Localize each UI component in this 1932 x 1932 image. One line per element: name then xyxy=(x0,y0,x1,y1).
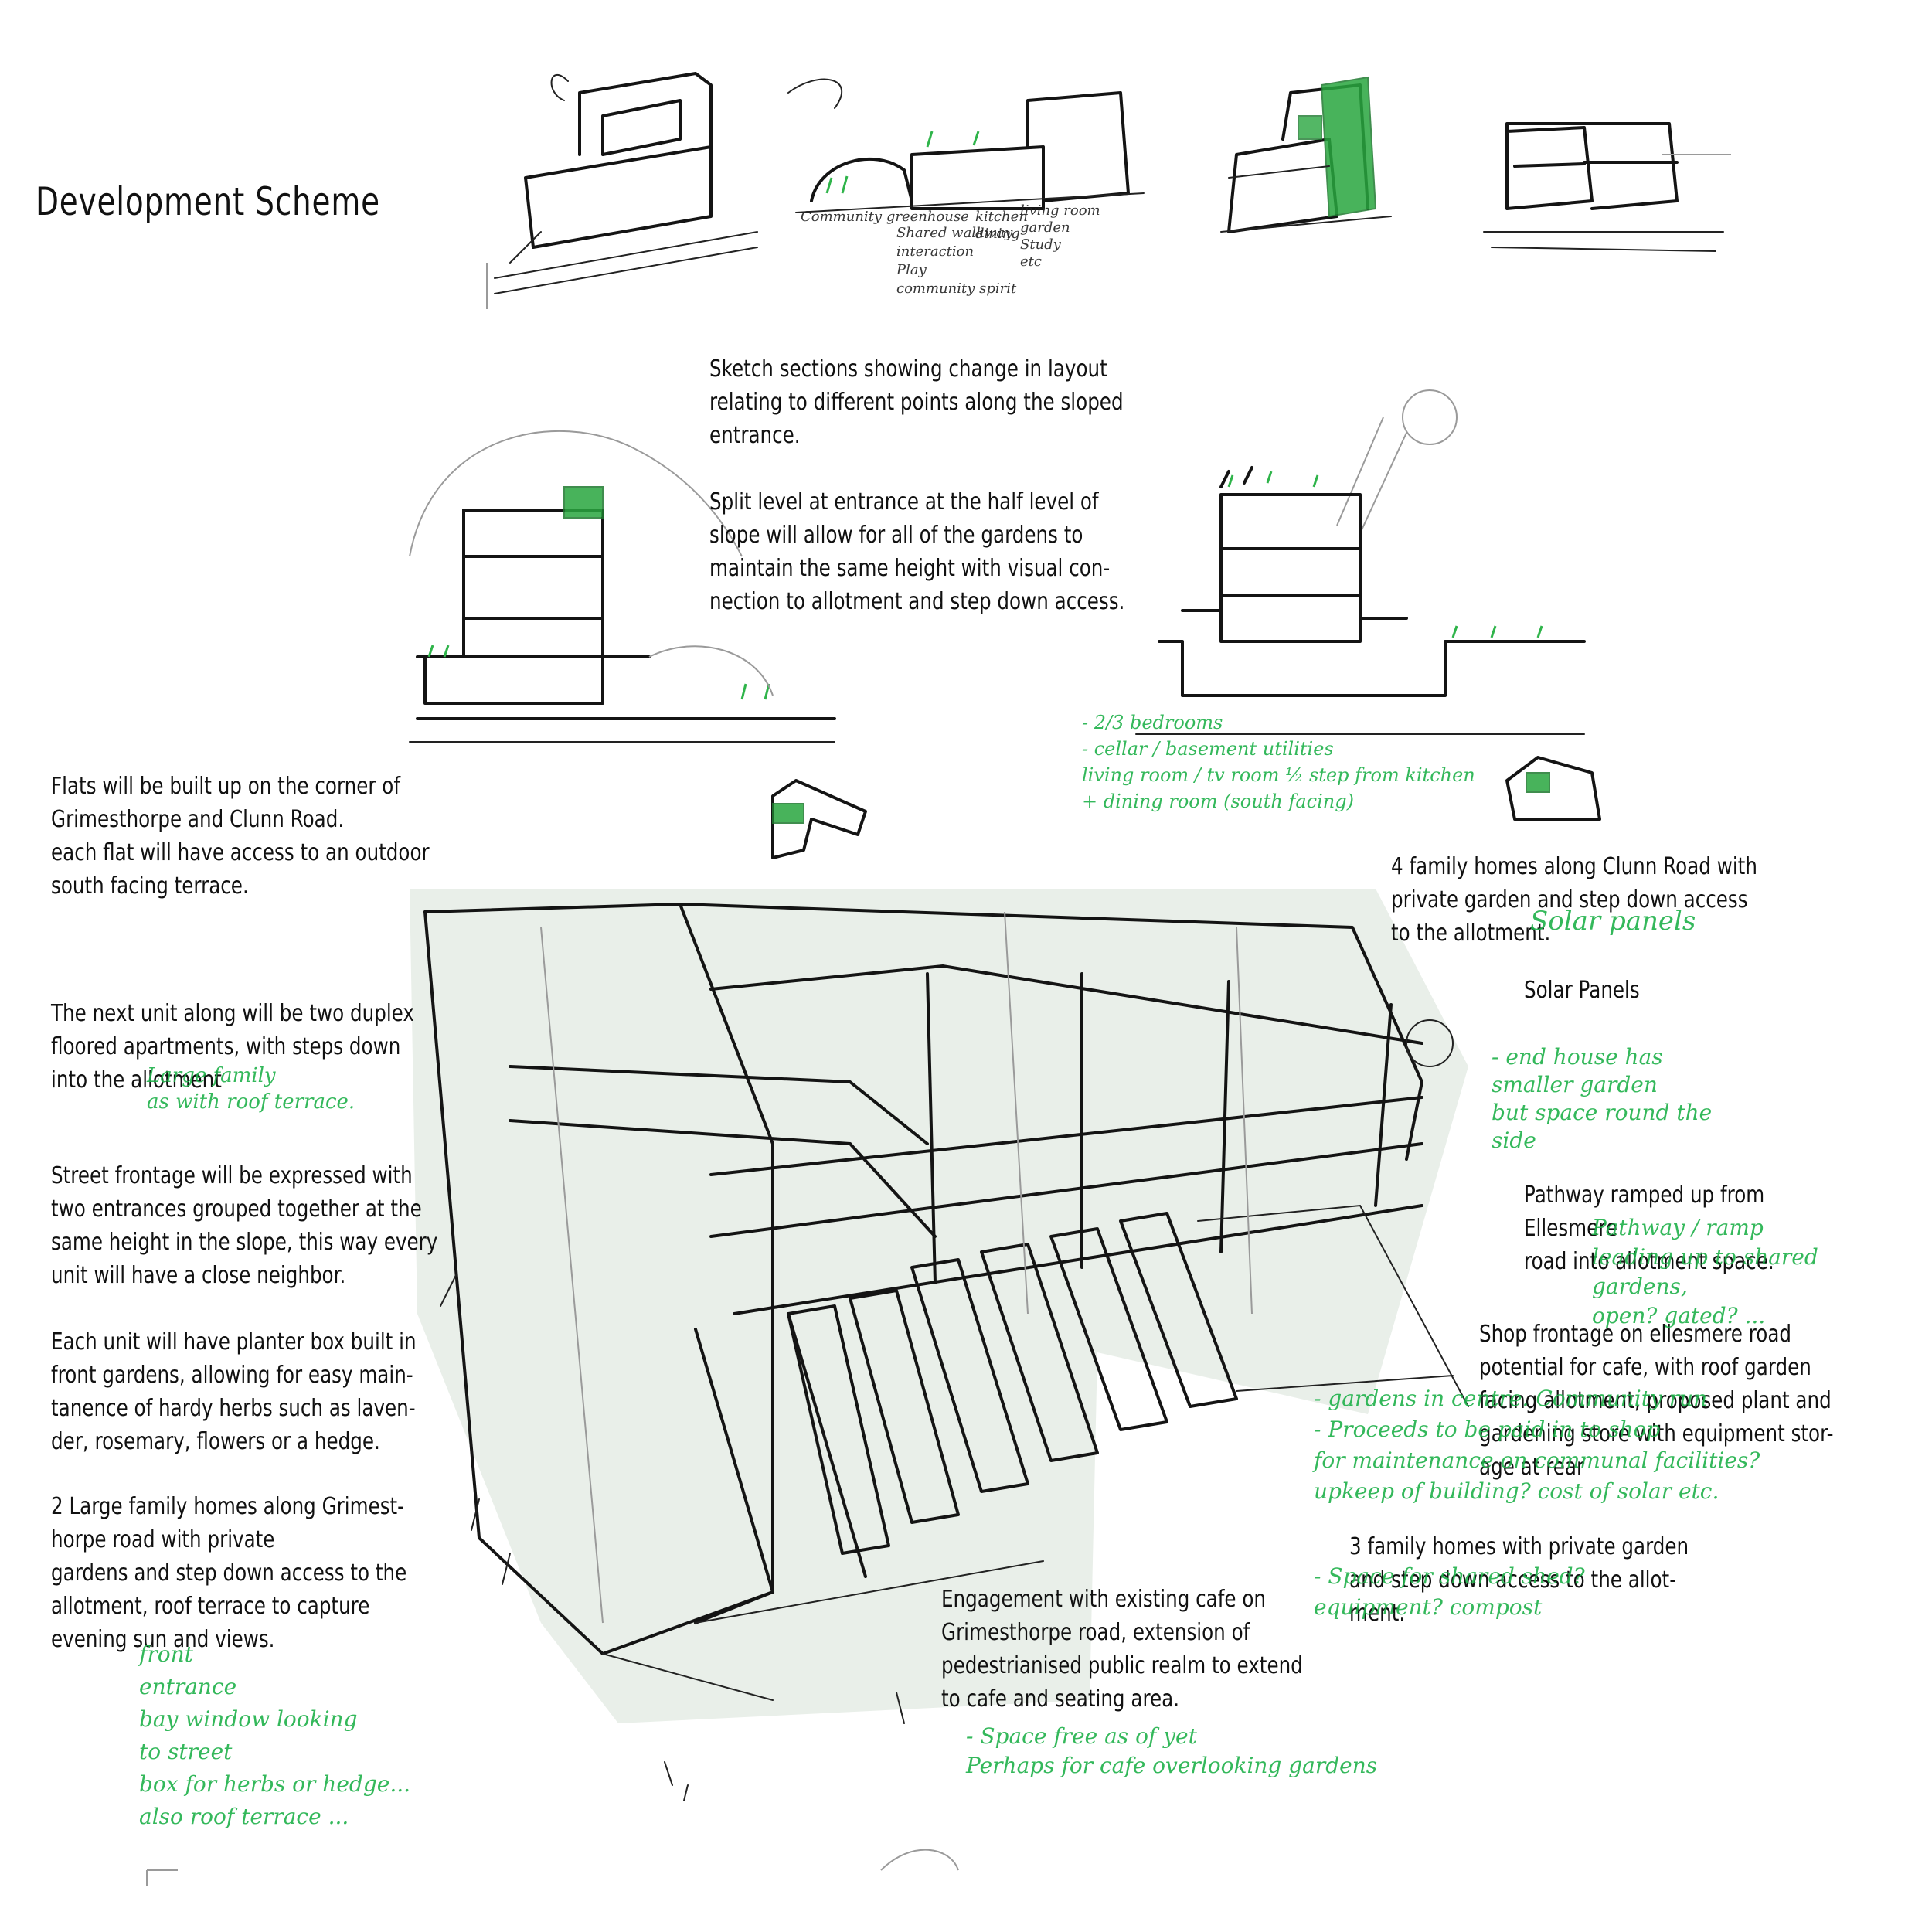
hand-shed: - Space for shared shed? equipment? comp… xyxy=(1314,1563,1585,1620)
sketch-section-4 xyxy=(1483,122,1731,252)
hand-walkway: Shared walkway interaction Play communit… xyxy=(896,225,1017,297)
note-street-frontage: Street frontage will be expressed with t… xyxy=(51,1162,438,1289)
note-clunn-homes: 4 family homes along Clunn Road with pri… xyxy=(1391,853,1757,947)
sketch-section-2 xyxy=(787,78,1145,213)
note-sketch-sections: Sketch sections showing change in layout… xyxy=(709,355,1125,615)
sketch-section-3 xyxy=(1220,76,1392,233)
note-shop-frontage: Shop frontage on ellesmere road potentia… xyxy=(1479,1321,1834,1481)
note-planter-box: Each unit will have planter box built in… xyxy=(51,1328,417,1455)
hand-greenhouse: Community greenhouse xyxy=(801,209,969,225)
hand-end-house: - end house has smaller garden but space… xyxy=(1492,1044,1713,1153)
section-drawing-left xyxy=(409,430,836,743)
section-drawing-right xyxy=(1135,389,1586,735)
hand-gardens: - gardens in centre. Community run - Pro… xyxy=(1314,1386,1760,1504)
note-solar-panels: Solar Panels xyxy=(1524,977,1640,1004)
note-flats: Flats will be built up on the corner of … xyxy=(51,773,430,900)
hand-living: living room garden Study etc xyxy=(1020,202,1100,270)
note-duplex: The next unit along will be two duplex f… xyxy=(51,1000,414,1094)
hand-large-family: Large family as with roof terrace. xyxy=(147,1064,355,1114)
hand-space-free: - Space free as of yet Perhaps for cafe … xyxy=(966,1723,1378,1778)
hand-bedrooms: - 2/3 bedrooms - cellar / basement utili… xyxy=(1082,712,1475,812)
hand-pathway: Pathway / ramp leading up to shared gard… xyxy=(1592,1215,1818,1328)
note-pathway: Pathway ramped up from Ellesmere road in… xyxy=(1524,1182,1774,1275)
axonometric-drawing xyxy=(146,889,1469,1886)
hand-kitchen: kitchen dining xyxy=(975,209,1028,242)
sketch-section-1 xyxy=(486,72,758,309)
hand-front-entrance: front entrance bay window looking to str… xyxy=(139,1641,411,1829)
plan-icons xyxy=(771,756,1601,859)
note-cafe: Engagement with existing cafe on Grimest… xyxy=(941,1586,1303,1713)
hand-solar-panels: Solar panels xyxy=(1530,906,1696,937)
note-large-homes: 2 Large family homes along Grimest- horp… xyxy=(51,1493,407,1653)
page-title: Development Scheme xyxy=(36,179,380,224)
note-three-homes: 3 family homes with private garden and s… xyxy=(1349,1533,1689,1627)
